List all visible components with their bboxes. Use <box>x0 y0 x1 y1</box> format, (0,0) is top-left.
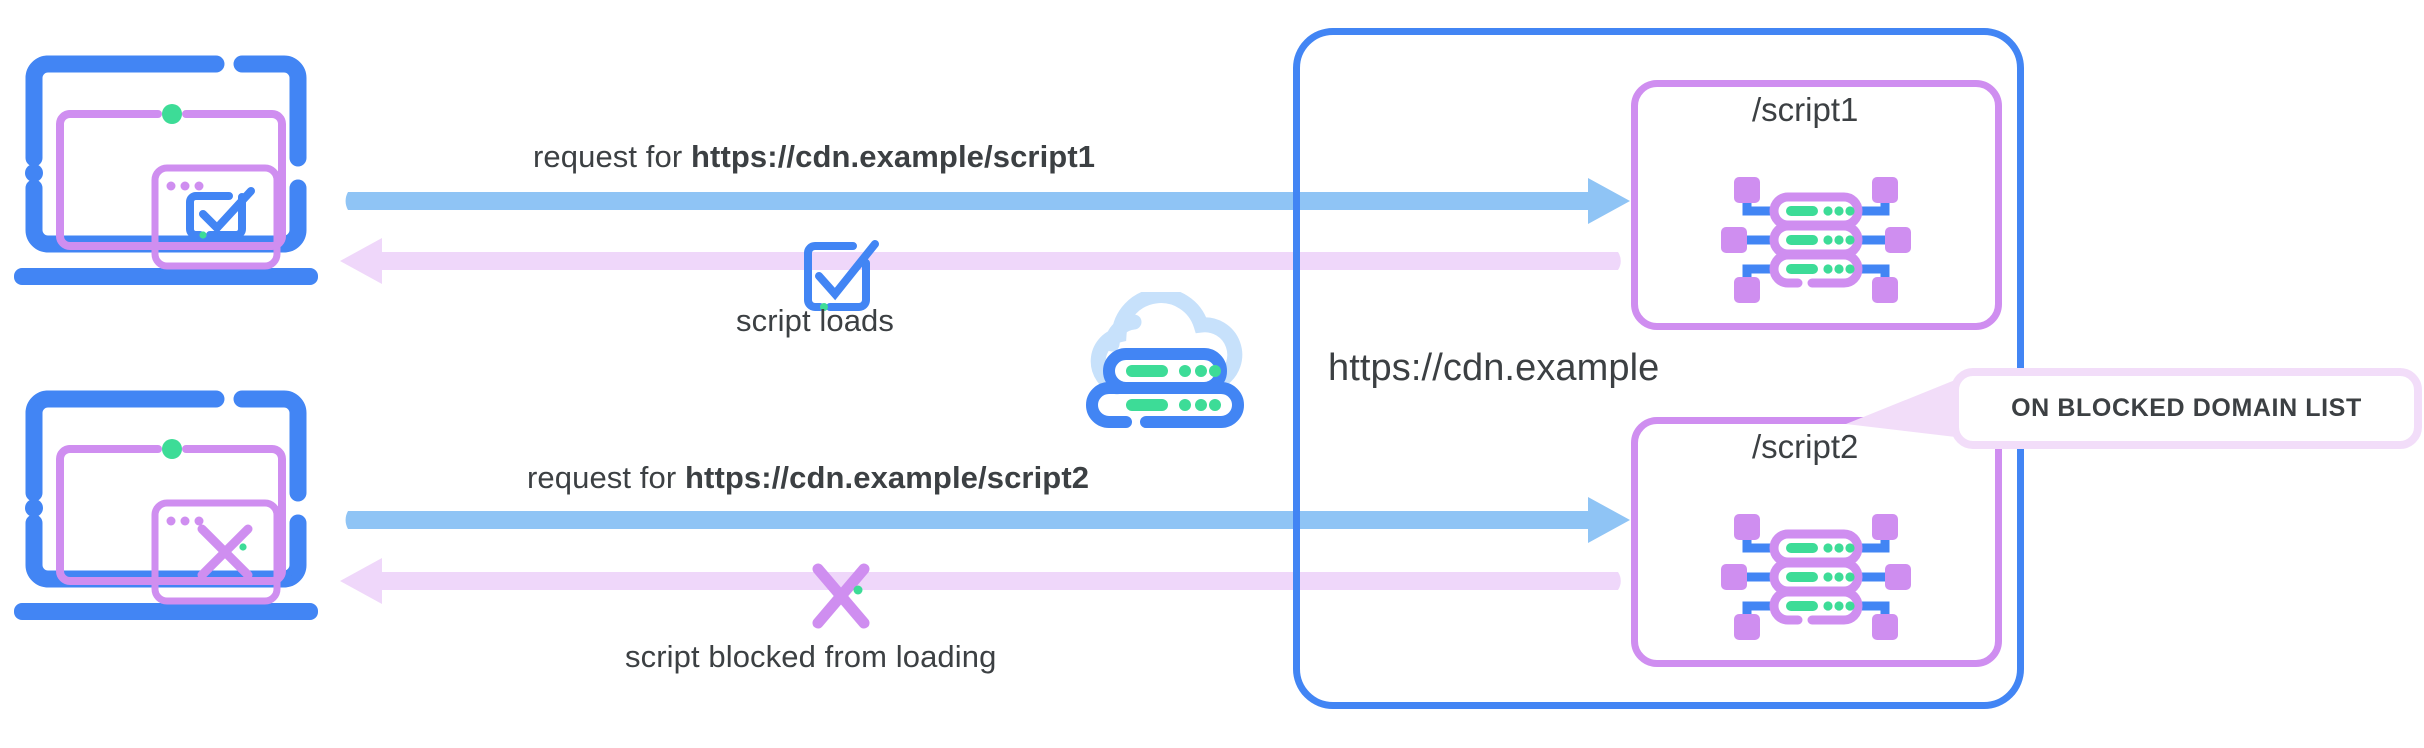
resource-label-script1: /script1 <box>1752 91 1859 128</box>
server-rack-icon-script1 <box>1716 165 1916 320</box>
cross-icon <box>197 524 253 580</box>
request-prefix-2: request for <box>527 460 686 495</box>
request-arrow-script2 <box>345 497 1630 543</box>
response-arrow-script1 <box>340 238 1621 284</box>
laptop-base <box>14 268 318 285</box>
request-label-script1: request for https://cdn.example/script1 <box>533 138 1095 175</box>
response-arrow-script2 <box>340 558 1621 604</box>
server-connector-nodes <box>1721 514 1911 640</box>
result-label-script2: script blocked from loading <box>625 639 997 674</box>
result-label-script1: script loads <box>736 303 894 338</box>
request-arrow-script1 <box>345 178 1630 224</box>
browser-window <box>151 164 281 270</box>
window-dots <box>166 181 204 191</box>
status-dot-green <box>162 439 182 459</box>
browser-window <box>151 499 281 605</box>
request-url-2: https://cdn.example/script2 <box>685 460 1090 495</box>
client-laptop-script1 <box>10 40 360 305</box>
blocked-domain-callout: ON BLOCKED DOMAIN LIST <box>1951 368 2422 449</box>
callout-pointer <box>1846 378 1964 438</box>
laptop-hinge-dot <box>25 499 43 517</box>
status-dot-green <box>162 104 182 124</box>
resource-label-script2: /script2 <box>1752 428 1859 465</box>
client-laptop-script2 <box>10 375 360 640</box>
check-icon <box>804 240 879 311</box>
check-icon <box>186 187 255 239</box>
request-label-script2: request for https://cdn.example/script2 <box>527 459 1089 496</box>
cross-icon <box>812 563 870 629</box>
cloud-server-icon <box>1079 288 1269 447</box>
script-loads-icon <box>790 226 890 331</box>
request-prefix-1: request for <box>533 139 692 174</box>
script-blocked-icon <box>790 545 890 650</box>
laptop-base <box>14 603 318 620</box>
cdn-domain-label: https://cdn.example <box>1328 347 1660 389</box>
callout-label: ON BLOCKED DOMAIN LIST <box>2011 394 2362 422</box>
window-dots <box>166 516 204 526</box>
request-url-1: https://cdn.example/script1 <box>691 139 1096 174</box>
laptop-hinge-dot <box>25 164 43 182</box>
server-connector-nodes <box>1721 177 1911 303</box>
server-rack-icon-script2 <box>1716 502 1916 657</box>
